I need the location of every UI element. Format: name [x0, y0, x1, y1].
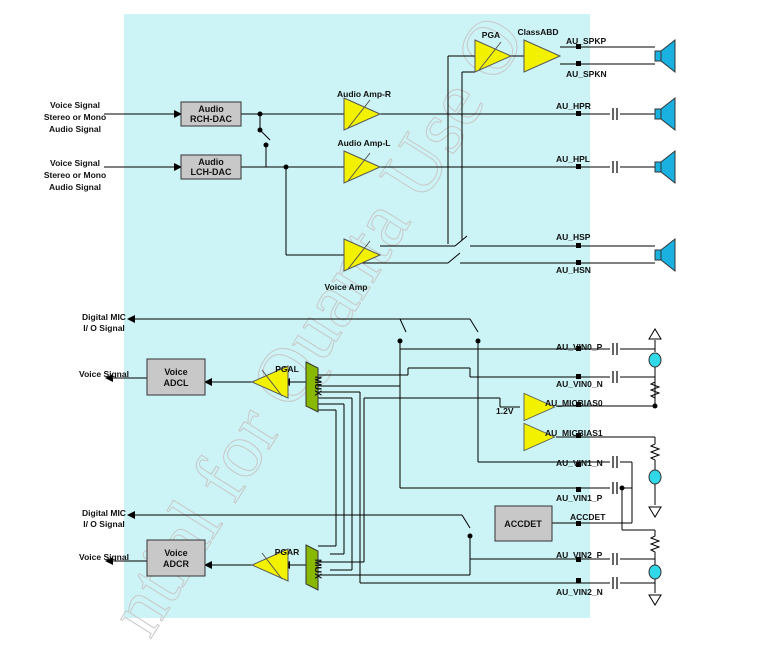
- svg-text:Audio: Audio: [198, 104, 224, 114]
- svg-text:Audio Signal: Audio Signal: [49, 124, 101, 134]
- svg-text:AU_HPL: AU_HPL: [556, 154, 590, 164]
- ground-up-icon: [648, 328, 662, 340]
- hpl-capacitor: [612, 160, 618, 174]
- svg-text:Voice: Voice: [164, 367, 187, 377]
- svg-text:ClassABD: ClassABD: [517, 27, 558, 37]
- svg-text:1.2V: 1.2V: [496, 406, 514, 416]
- svg-text:Audio: Audio: [198, 157, 224, 167]
- svg-text:AU_VIN2_P: AU_VIN2_P: [556, 550, 603, 560]
- svg-text:AU_SPKP: AU_SPKP: [566, 36, 606, 46]
- dac-section: [104, 46, 655, 264]
- svg-text:ADCL: ADCL: [164, 378, 189, 388]
- svg-text:AU_VIN2_N: AU_VIN2_N: [556, 587, 603, 597]
- pgal-amp: [251, 365, 289, 399]
- svg-text:AU_MICBIAS1: AU_MICBIAS1: [545, 428, 603, 438]
- svg-text:Digital MIC: Digital MIC: [82, 312, 126, 322]
- pin-labels: AU_SPKP AU_SPKN AU_HPR AU_HPL AU_HSP AU_…: [496, 36, 607, 597]
- svg-text:Voice Signal: Voice Signal: [79, 552, 129, 562]
- svg-text:Stereo or Mono: Stereo or Mono: [44, 170, 106, 180]
- svg-text:AU_VIN0_N: AU_VIN0_N: [556, 379, 603, 389]
- svg-text:I/ O Signal: I/ O Signal: [83, 519, 125, 529]
- accdet-block: ACCDET: [494, 505, 553, 542]
- amp-labels: PGA ClassABD Audio Amp-R Audio Amp-L Voi…: [275, 27, 559, 557]
- headphone-r-speaker-icon: [654, 97, 676, 131]
- audio-amp-l: [343, 150, 381, 184]
- mic-2-icon: [648, 564, 662, 580]
- handset-speaker-icon: [654, 238, 676, 272]
- svg-text:RCH-DAC: RCH-DAC: [190, 114, 232, 124]
- svg-text:AU_HSN: AU_HSN: [556, 265, 591, 275]
- svg-text:MUX: MUX: [313, 559, 323, 579]
- svg-text:ACCDET: ACCDET: [570, 512, 606, 522]
- svg-text:AU_SPKN: AU_SPKN: [566, 69, 607, 79]
- svg-text:Voice Signal: Voice Signal: [50, 158, 100, 168]
- svg-text:PGA: PGA: [482, 30, 500, 40]
- rch-dac-block: Audio RCH-DAC: [180, 101, 242, 127]
- lch-dac-block: Audio LCH-DAC: [180, 154, 242, 180]
- svg-text:AU_HSP: AU_HSP: [556, 232, 591, 242]
- svg-text:AU_VIN1_N: AU_VIN1_N: [556, 458, 603, 468]
- input-labels: Voice Signal Stereo or Mono Audio Signal…: [44, 100, 129, 562]
- voice-adcl-block: Voice ADCL: [146, 358, 206, 396]
- voice-amp: [343, 238, 381, 272]
- voice-adcr-block: Voice ADCR: [146, 539, 206, 577]
- speaker-icon: [654, 39, 676, 73]
- resistor-icon: [650, 531, 660, 557]
- svg-text:MUX: MUX: [313, 376, 323, 396]
- hpr-capacitor: [612, 107, 618, 121]
- svg-text:AU_MICBIAS0: AU_MICBIAS0: [545, 398, 603, 408]
- ground-down-icon: [648, 594, 662, 606]
- svg-text:Audio Signal: Audio Signal: [49, 182, 101, 192]
- svg-text:Stereo or Mono: Stereo or Mono: [44, 112, 106, 122]
- svg-text:PGAL: PGAL: [275, 364, 299, 374]
- headphone-l-speaker-icon: [654, 150, 676, 184]
- mux-r: MUX: [305, 544, 323, 591]
- svg-text:Voice Amp: Voice Amp: [325, 282, 368, 292]
- mic-1-icon: [648, 469, 662, 485]
- adc-section-wires: [105, 315, 658, 593]
- svg-text:AU_VIN0_P: AU_VIN0_P: [556, 342, 603, 352]
- svg-text:AU_HPR: AU_HPR: [556, 101, 591, 111]
- audio-amp-r: [343, 97, 381, 131]
- svg-text:AU_VIN1_P: AU_VIN1_P: [556, 493, 603, 503]
- svg-text:Digital MIC: Digital MIC: [82, 508, 126, 518]
- mic-0-icon: [648, 352, 662, 368]
- svg-text:ADCR: ADCR: [163, 559, 189, 569]
- svg-text:Voice: Voice: [164, 548, 187, 558]
- ground-down-icon: [648, 506, 662, 518]
- svg-text:Audio Amp-L: Audio Amp-L: [337, 138, 390, 148]
- mux-l: MUX: [305, 361, 323, 413]
- resistor-icon: [650, 439, 660, 465]
- pgar-amp: [251, 548, 289, 582]
- svg-text:PGAR: PGAR: [275, 547, 300, 557]
- svg-text:I/ O Signal: I/ O Signal: [83, 323, 125, 333]
- svg-text:Voice Signal: Voice Signal: [79, 369, 129, 379]
- svg-text:Voice Signal: Voice Signal: [50, 100, 100, 110]
- svg-text:LCH-DAC: LCH-DAC: [191, 167, 232, 177]
- svg-text:Audio Amp-R: Audio Amp-R: [337, 89, 391, 99]
- pga-amp: [474, 39, 512, 73]
- svg-text:ACCDET: ACCDET: [504, 519, 542, 529]
